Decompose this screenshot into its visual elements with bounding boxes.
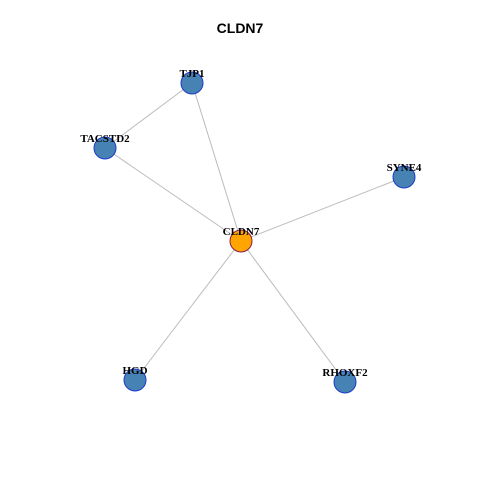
- node-tjp1: TJP1: [179, 68, 205, 95]
- edges-layer: [104, 82, 405, 383]
- node-label-hgd: HGD: [122, 365, 147, 377]
- node-tacstd2: TACSTD2: [80, 133, 130, 160]
- edge-tjp1-cldn7: [191, 82, 242, 242]
- node-cldn7: CLDN7: [223, 226, 260, 253]
- node-label-tjp1: TJP1: [179, 68, 204, 80]
- node-circle-hgd: [123, 368, 147, 392]
- edge-rhoxf2-cldn7: [240, 240, 346, 383]
- node-circle-tjp1: [180, 71, 204, 95]
- graph-title: CLDN7: [216, 20, 264, 36]
- node-rhoxf2: RHOXF2: [322, 367, 368, 394]
- node-label-tacstd2: TACSTD2: [80, 133, 130, 145]
- node-circle-tacstd2: [93, 136, 117, 160]
- edge-syne4-cldn7: [240, 176, 405, 242]
- edge-hgd-cldn7: [134, 240, 242, 381]
- edge-tjp1-tacstd2: [104, 82, 193, 149]
- node-syne4: SYNE4: [387, 162, 422, 189]
- node-hgd: HGD: [122, 365, 148, 392]
- node-circle-syne4: [392, 165, 416, 189]
- node-label-cldn7: CLDN7: [223, 226, 260, 238]
- node-circle-rhoxf2: [333, 370, 357, 394]
- node-circle-cldn7: [229, 229, 253, 253]
- node-label-rhoxf2: RHOXF2: [322, 367, 368, 379]
- node-label-syne4: SYNE4: [387, 162, 422, 174]
- edge-tacstd2-cldn7: [104, 147, 242, 242]
